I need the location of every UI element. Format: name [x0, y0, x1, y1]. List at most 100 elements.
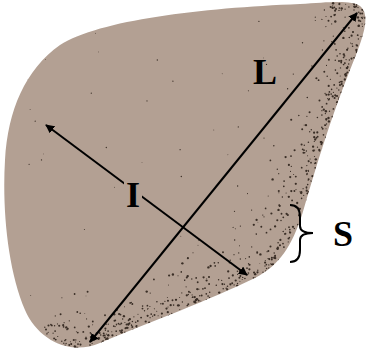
- stipple-dot: [192, 294, 193, 295]
- stipple-dot: [98, 51, 100, 53]
- stipple-dot: [343, 53, 345, 55]
- stipple-dot: [273, 252, 275, 254]
- stipple-dot: [132, 329, 134, 331]
- stipple-dot: [128, 319, 130, 321]
- stipple-dot: [332, 7, 334, 9]
- stipple-dot: [267, 251, 268, 252]
- stipple-dot: [45, 328, 47, 330]
- stipple-dot: [167, 300, 169, 302]
- stipple-dot: [204, 317, 205, 318]
- stipple-dot: [321, 110, 322, 111]
- stipple-dot: [57, 336, 58, 337]
- stipple-dot: [289, 231, 291, 233]
- stipple-dot: [331, 116, 333, 118]
- stipple-dot: [352, 46, 354, 48]
- stipple-dot: [70, 341, 71, 342]
- stipple-dot: [270, 263, 271, 264]
- stipple-dot: [353, 5, 355, 7]
- stipple-dot: [261, 329, 263, 331]
- stipple-dot: [327, 98, 328, 99]
- stipple-dot: [300, 191, 302, 193]
- stipple-dot: [73, 339, 75, 341]
- stipple-dot: [216, 285, 218, 287]
- stipple-dot: [47, 333, 48, 334]
- stipple-dot: [294, 149, 296, 151]
- stipple-dot: [278, 190, 280, 192]
- stipple-dot: [309, 111, 311, 113]
- stipple-dot: [346, 49, 348, 51]
- stipple-dot: [251, 209, 252, 210]
- stipple-dot: [170, 304, 172, 306]
- stipple-dot: [323, 134, 325, 136]
- stipple-dot: [232, 274, 234, 276]
- stipple-dot: [48, 332, 49, 333]
- stipple-dot: [311, 129, 312, 130]
- stipple-dot: [238, 252, 239, 253]
- stipple-dot: [94, 32, 96, 34]
- stipple-dot: [326, 65, 327, 66]
- stipple-dot: [237, 283, 238, 284]
- stipple-dot: [344, 78, 346, 80]
- stipple-dot: [45, 58, 47, 60]
- stipple-dot: [353, 9, 354, 10]
- stipple-dot: [325, 118, 327, 120]
- stipple-dot: [235, 228, 236, 229]
- stipple-dot: [312, 146, 314, 148]
- stipple-dot: [338, 3, 340, 5]
- stipple-dot: [55, 315, 56, 316]
- stipple-dot: [325, 94, 327, 96]
- stipple-dot: [92, 324, 93, 325]
- stipple-dot: [192, 296, 194, 298]
- axis-label: L: [251, 54, 279, 90]
- stipple-dot: [259, 253, 261, 255]
- stipple-dot: [147, 305, 149, 307]
- stipple-dot: [84, 313, 86, 315]
- stipple-dot: [314, 156, 315, 157]
- stipple-dot: [350, 58, 352, 60]
- stipple-dot: [235, 279, 237, 281]
- stipple-dot: [282, 243, 284, 245]
- stipple-dot: [349, 59, 351, 61]
- stipple-dot: [186, 294, 188, 296]
- stipple-dot: [265, 208, 267, 210]
- stipple-dot: [356, 51, 358, 53]
- stipple-dot: [116, 324, 117, 325]
- stipple-dot: [142, 305, 144, 307]
- stipple-dot: [282, 231, 284, 233]
- stipple-dot: [106, 147, 107, 148]
- stipple-dot: [291, 166, 292, 167]
- stipple-dot: [303, 195, 304, 196]
- stipple-dot: [342, 85, 344, 87]
- stipple-dot: [318, 99, 320, 101]
- stipple-dot: [310, 162, 312, 164]
- stipple-dot: [175, 299, 177, 301]
- stipple-dot: [124, 306, 125, 307]
- stipple-dot: [237, 274, 238, 275]
- stipple-dot: [62, 324, 64, 326]
- stipple-dot: [305, 170, 307, 172]
- stipple-dot: [156, 301, 158, 303]
- stipple-dot: [140, 317, 142, 319]
- stipple-dot: [301, 128, 303, 130]
- stipple-dot: [341, 10, 342, 11]
- stipple-dot: [124, 322, 125, 323]
- stipple-dot: [304, 144, 305, 145]
- stipple-dot: [238, 126, 239, 127]
- stipple-dot: [197, 244, 199, 246]
- stipple-dot: [314, 149, 315, 150]
- axis-label: S: [331, 216, 355, 252]
- stipple-dot: [47, 324, 49, 326]
- stipple-dot: [308, 160, 310, 162]
- stipple-dot: [131, 324, 132, 325]
- stipple-dot: [246, 267, 248, 269]
- stipple-dot: [336, 55, 338, 57]
- stipple-dot: [126, 327, 128, 329]
- stipple-dot: [204, 287, 206, 289]
- stipple-dot: [335, 49, 337, 51]
- stipple-dot: [121, 329, 123, 331]
- stipple-dot: [312, 149, 314, 151]
- stipple-dot: [306, 173, 308, 175]
- stipple-dot: [181, 292, 182, 293]
- stipple-dot: [352, 31, 354, 33]
- stipple-dot: [74, 346, 76, 348]
